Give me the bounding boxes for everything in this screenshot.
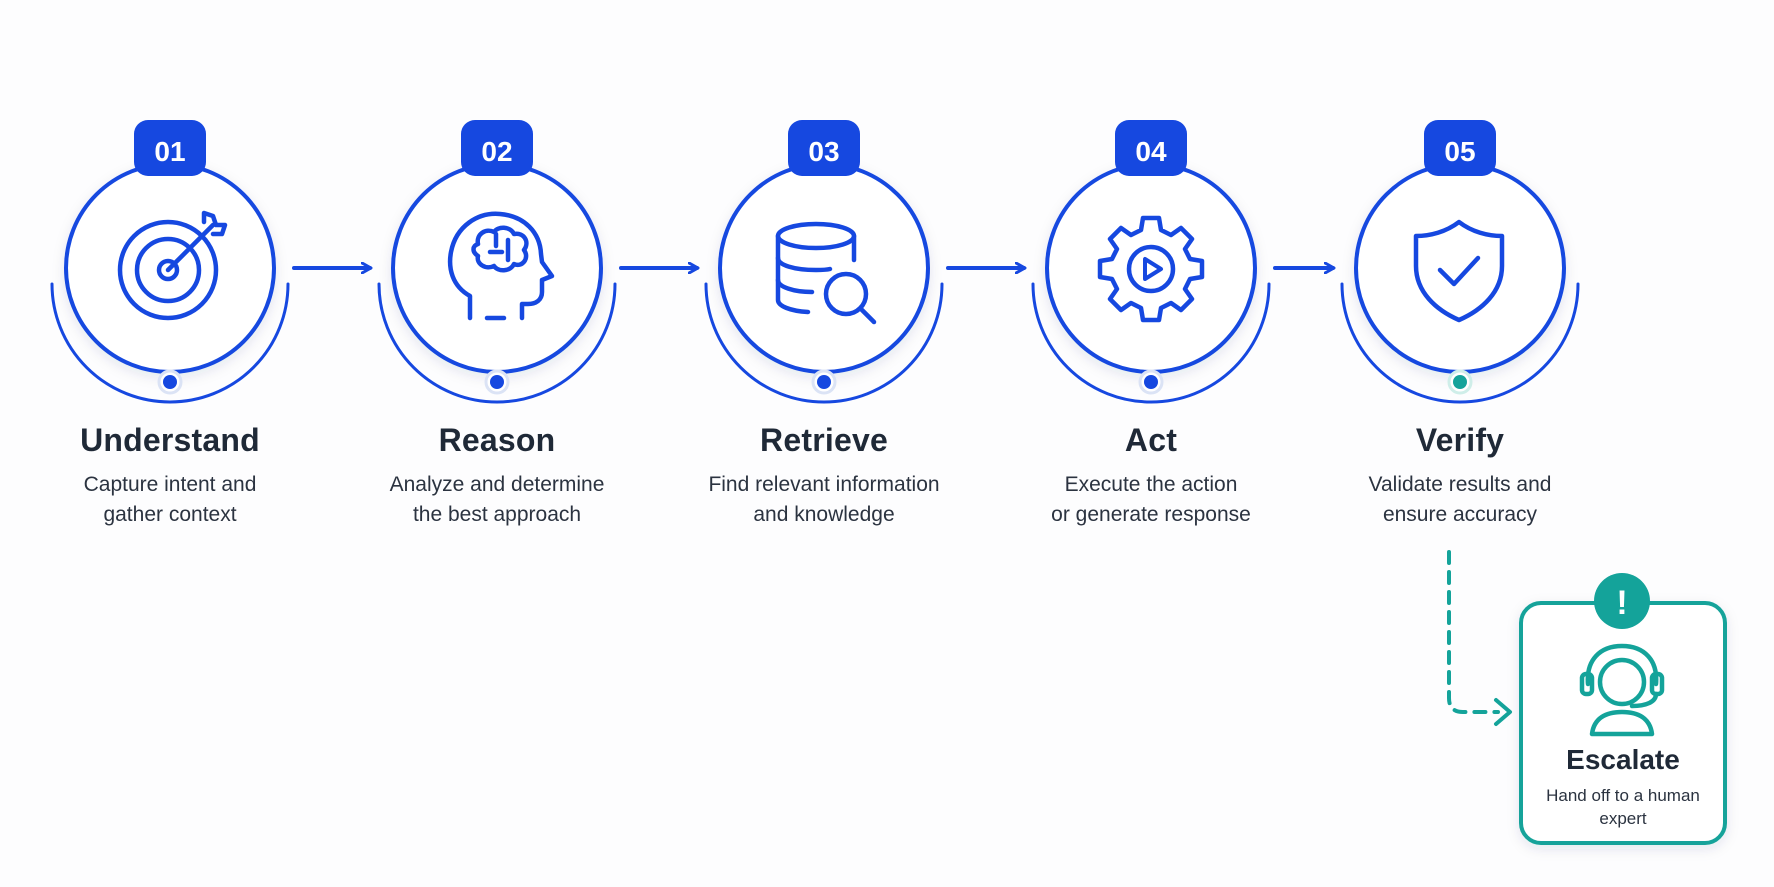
description-line: the best approach: [412, 503, 582, 526]
outer-arc: [1031, 282, 1271, 404]
step-text-understand: Understand Capture intent and gather con…: [20, 420, 320, 530]
gear-play-icon: [1097, 215, 1205, 323]
target-icon: [117, 210, 228, 321]
number-badge: [1424, 120, 1496, 176]
step-title: Retrieve: [760, 422, 888, 458]
escalate-card: !: [1519, 573, 1727, 845]
escalate-title: Escalate: [1566, 744, 1680, 775]
escalate-dashed-connector: [1447, 550, 1500, 714]
step-description: Find relevant information and knowledge: [674, 470, 974, 530]
description-line: gather context: [103, 503, 237, 526]
step-node-retrieve: 03: [704, 120, 944, 404]
outer-arc: [704, 282, 944, 404]
number-badge: [461, 120, 533, 176]
description-line: ensure accuracy: [1382, 503, 1538, 526]
step-title: Reason: [438, 422, 556, 458]
alert-icon: !: [1616, 584, 1627, 622]
escalate-description: Hand off to a human expert: [1520, 784, 1726, 830]
step-node-reason: 02: [377, 120, 617, 404]
database-search-icon: [775, 221, 877, 325]
step-number: 03: [808, 136, 839, 167]
outer-arc: [377, 282, 617, 404]
shield-check-icon: [1413, 219, 1505, 323]
step-description: Capture intent and gather context: [20, 470, 320, 530]
description-line: and knowledge: [753, 503, 895, 526]
step-node-verify: 05: [1340, 120, 1580, 404]
description-line: Validate results and: [1368, 473, 1552, 496]
step-node-act: 04: [1031, 120, 1271, 404]
description-line: or generate response: [1051, 503, 1251, 526]
number-badge: [788, 120, 860, 176]
step-text-verify: Verify Validate results and ensure accur…: [1310, 420, 1610, 530]
number-badge: [1115, 120, 1187, 176]
step-number: 01: [154, 136, 185, 167]
number-badge: [134, 120, 206, 176]
step-title: Verify: [1415, 422, 1505, 458]
step-title: Act: [1124, 422, 1178, 458]
brain-head-icon: [447, 211, 555, 321]
support-agent-icon: [1579, 643, 1665, 737]
description-line: Execute the action: [1064, 473, 1238, 496]
outer-arc: [50, 282, 290, 404]
alert-badge: [1594, 573, 1650, 629]
step-text-act: Act Execute the action or generate respo…: [1001, 420, 1301, 530]
outer-arc: [1340, 282, 1580, 404]
description-line: expert: [1599, 809, 1647, 828]
step-description: Execute the action or generate response: [1001, 470, 1301, 530]
step-text-reason: Reason Analyze and determine the best ap…: [347, 420, 647, 530]
step-number: 04: [1135, 136, 1167, 167]
step-title: Understand: [80, 422, 260, 458]
step-text-retrieve: Retrieve Find relevant information and k…: [674, 420, 974, 530]
description-line: Hand off to a human: [1546, 786, 1700, 805]
step-number: 02: [481, 136, 512, 167]
step-node-understand: 01: [50, 120, 290, 404]
step-description: Validate results and ensure accuracy: [1310, 470, 1610, 530]
description-line: Find relevant information: [708, 473, 940, 496]
description-line: Analyze and determine: [389, 473, 605, 496]
step-number: 05: [1444, 136, 1475, 167]
step-description: Analyze and determine the best approach: [347, 470, 647, 530]
escalate-text: Escalate Hand off to a human expert: [1520, 742, 1726, 830]
description-line: Capture intent and: [83, 473, 257, 496]
escalate-arrowhead: [1494, 698, 1512, 726]
